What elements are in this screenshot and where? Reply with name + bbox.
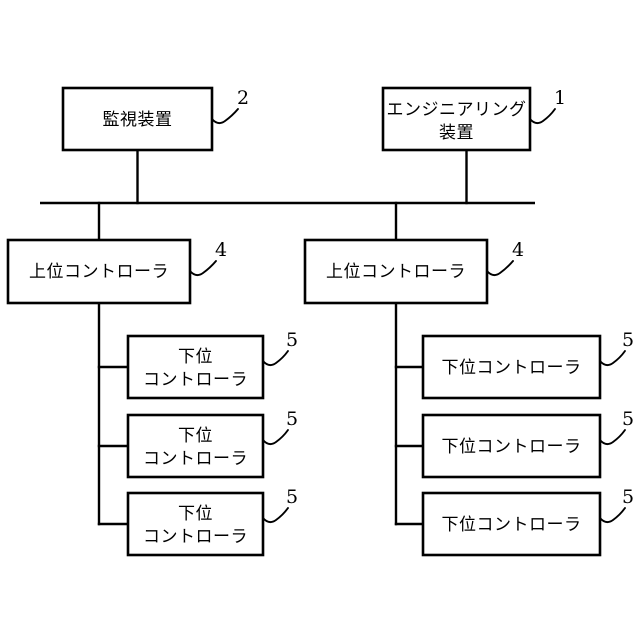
node-lower-controller-right-1[interactable]: 下位コントローラ 5 [421,329,634,400]
node-engineering-device[interactable]: エンジニアリング 装置 1 [381,86,566,152]
node-lower-controller-left-1[interactable]: 下位 コントローラ 5 [126,329,298,400]
engineering-device-label-line1: エンジニアリング [387,100,527,120]
lower-controller-right-1-label: 下位コントローラ [442,358,582,378]
upper-controller-left-box[interactable] [6,238,192,305]
lower-controller-left-2-label-line2: コントローラ [143,449,248,469]
engineering-device-box[interactable] [381,86,532,152]
ref-number-lower-controller-left-2: 5 [286,408,298,430]
upper-controller-right-label: 上位コントローラ [326,262,466,282]
leader-line-engineering-device [529,108,556,125]
leader-line-lower-controller-right-2 [599,429,626,446]
leader-line-upper-controller-right [486,260,514,277]
lower-controller-right-2-box[interactable] [421,413,602,479]
connection-lines [40,148,535,526]
lower-controller-left-2-box[interactable] [126,413,265,479]
upper-controller-left-label: 上位コントローラ [29,262,169,282]
ref-number-upper-controller-left: 4 [215,239,227,261]
lower-controller-left-3-label-line1: 下位 [178,504,213,524]
leader-line-lower-controller-left-1 [262,350,289,367]
lower-controller-left-1-box[interactable] [126,334,265,400]
node-lower-controller-right-2[interactable]: 下位コントローラ 5 [421,408,634,479]
lower-controller-right-3-box[interactable] [421,491,602,557]
lower-controller-left-3-label-line2: コントローラ [143,527,248,547]
lower-controller-left-2-label-line1: 下位 [178,426,213,446]
ref-number-lower-controller-right-3: 5 [622,486,634,508]
node-upper-controller-left[interactable]: 上位コントローラ 4 [6,238,227,305]
ref-number-engineering-device: 1 [554,87,566,109]
lower-controller-right-1-box[interactable] [421,334,602,400]
engineering-device-label-line2: 装置 [439,123,474,143]
node-lower-controller-left-2[interactable]: 下位 コントローラ 5 [126,408,298,479]
upper-controller-right-box[interactable] [303,238,489,305]
node-lower-controller-left-3[interactable]: 下位 コントローラ 5 [126,486,298,557]
node-monitoring-device[interactable]: 監視装置 2 [61,86,249,152]
lower-controller-right-3-label: 下位コントローラ [442,515,582,535]
lower-controller-right-2-label: 下位コントローラ [442,437,582,457]
ref-number-upper-controller-right: 4 [512,239,524,261]
lower-controller-left-1-label-line2: コントローラ [143,370,248,390]
lower-controller-left-1-label-line1: 下位 [178,347,213,367]
leader-line-lower-controller-right-3 [599,507,626,524]
leader-line-monitoring-device [211,108,239,125]
ref-number-monitoring-device: 2 [237,87,249,109]
ref-number-lower-controller-right-1: 5 [622,329,634,351]
monitoring-device-label: 監視装置 [103,110,173,130]
lower-controller-left-3-box[interactable] [126,491,265,557]
ref-number-lower-controller-right-2: 5 [622,408,634,430]
ref-number-lower-controller-left-1: 5 [286,329,298,351]
leader-line-upper-controller-left [189,260,217,277]
leader-line-lower-controller-right-1 [599,350,626,367]
node-lower-controller-right-3[interactable]: 下位コントローラ 5 [421,486,634,557]
leader-line-lower-controller-left-2 [262,429,289,446]
node-upper-controller-right[interactable]: 上位コントローラ 4 [303,238,524,305]
leader-line-lower-controller-left-3 [262,507,289,524]
ref-number-lower-controller-left-3: 5 [286,486,298,508]
